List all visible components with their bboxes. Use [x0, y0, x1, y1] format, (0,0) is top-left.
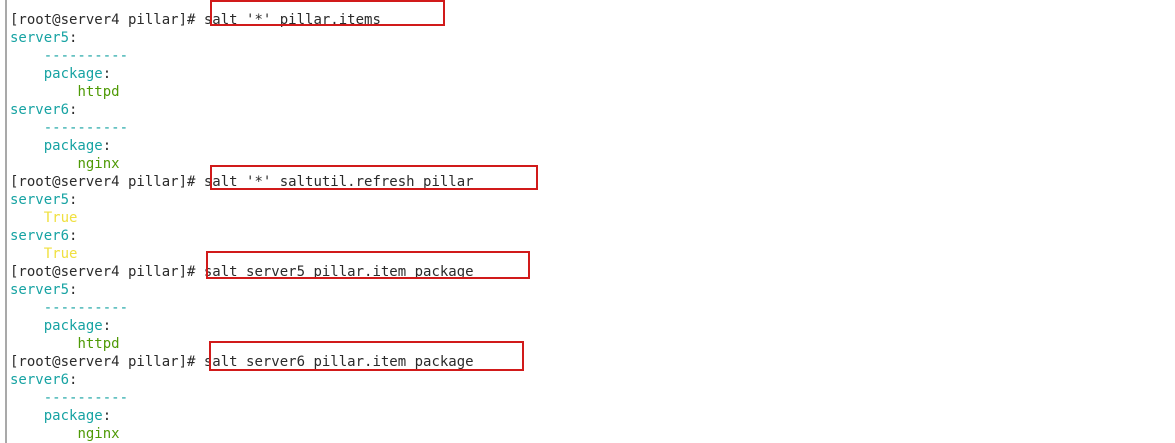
terminal-line — [10, 0, 1170, 11]
shell-prompt: [root@server4 pillar]# — [10, 264, 196, 280]
highlight-box — [206, 251, 530, 279]
pillar-key: package — [43, 66, 103, 82]
minion-id: server5 — [10, 30, 70, 46]
output-line: server5: — [10, 282, 78, 298]
output-line: httpd — [10, 83, 1170, 101]
output-line: server6: — [10, 102, 78, 118]
shell-prompt: [root@server4 pillar]# — [10, 12, 196, 28]
result-value: True — [43, 246, 78, 262]
command-text: salt server6 pillar.item package — [203, 354, 474, 370]
shell-prompt: [root@server4 pillar]# — [10, 354, 196, 370]
terminal-output: [root@server4 pillar]# salt '*' pillar.i… — [10, 0, 1170, 443]
pillar-key: package — [43, 408, 103, 424]
output-line: package: — [43, 408, 112, 424]
minion-id: server6 — [10, 372, 70, 388]
pillar-key: package — [43, 318, 103, 334]
output-line: server5: — [10, 30, 78, 46]
minion-id: server6 — [10, 102, 70, 118]
shell-prompt: [root@server4 pillar]# — [10, 174, 196, 190]
highlight-box — [210, 165, 538, 190]
output-line: ---------- — [10, 299, 1170, 317]
separator: ---------- — [43, 390, 129, 406]
output-line: httpd — [10, 335, 1170, 353]
pillar-value: httpd — [77, 336, 120, 352]
minion-id: server5 — [10, 282, 70, 298]
output-line: server6: — [10, 228, 78, 244]
command-line: [root@server4 pillar]# salt server6 pill… — [10, 353, 1170, 371]
pillar-value: nginx — [77, 426, 120, 442]
minion-id: server6 — [10, 228, 70, 244]
output-line: server6: — [10, 372, 78, 388]
window-left-border — [5, 0, 7, 443]
output-line: ---------- — [10, 389, 1170, 407]
separator: ---------- — [43, 120, 129, 136]
command-line: [root@server4 pillar]# salt '*' pillar.i… — [10, 11, 1170, 29]
command-text: salt '*' saltutil.refresh_pillar — [203, 174, 474, 190]
output-line: True — [10, 209, 1170, 227]
output-line: server5: — [10, 192, 78, 208]
command-line: [root@server4 pillar]# salt '*' saltutil… — [10, 173, 1170, 191]
command-text: salt server5 pillar.item package — [203, 264, 474, 280]
output-line: ---------- — [10, 47, 1170, 65]
command-line: [root@server4 pillar]# salt server5 pill… — [10, 263, 1170, 281]
output-line: package: — [43, 318, 112, 334]
output-line: package: — [43, 66, 112, 82]
separator: ---------- — [43, 48, 129, 64]
highlight-box — [210, 0, 445, 26]
pillar-value: httpd — [77, 84, 120, 100]
pillar-value: nginx — [77, 156, 120, 172]
highlight-box — [209, 341, 524, 371]
pillar-key: package — [43, 138, 103, 154]
output-line: nginx — [10, 425, 1170, 443]
output-line: nginx — [10, 155, 1170, 173]
minion-id: server5 — [10, 192, 70, 208]
result-value: True — [43, 210, 78, 226]
separator: ---------- — [43, 300, 129, 316]
output-line: ---------- — [10, 119, 1170, 137]
output-line: True — [10, 245, 1170, 263]
output-line: package: — [43, 138, 112, 154]
